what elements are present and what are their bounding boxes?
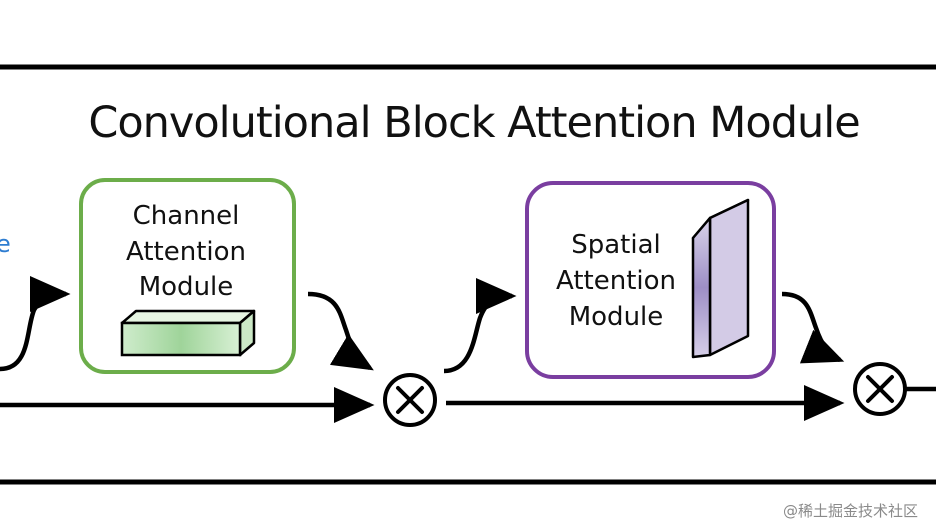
channel-module-label-line2: Attention — [126, 237, 246, 267]
channel-module-label-line1: Channel — [133, 201, 240, 231]
partial-left-label: e — [0, 230, 11, 258]
watermark: @稀土掘金技术社区 — [782, 502, 918, 520]
arrow-input-to-channel — [0, 276, 71, 372]
spatial-module-label-line3: Module — [569, 302, 664, 332]
multiply-operator-2 — [853, 362, 907, 416]
channel-attention-module: Channel Attention Module — [79, 178, 296, 374]
arrow-op1-to-spatial — [443, 278, 517, 374]
spatial-module-label-line2: Attention — [556, 266, 676, 296]
spatial-attention-module: Spatial Attention Module — [525, 181, 776, 379]
channel-module-label-line3: Module — [139, 272, 234, 302]
arrow-spatial-to-op2 — [781, 291, 845, 364]
spatial-attention-map-icon — [691, 198, 750, 359]
channel-attention-map-icon — [120, 309, 256, 357]
multiply-operator-1 — [383, 373, 437, 427]
diagram-title: Convolutional Block Attention Module — [88, 98, 859, 148]
arrow-channel-to-op1 — [307, 291, 374, 371]
spatial-module-label-line1: Spatial — [571, 230, 661, 260]
